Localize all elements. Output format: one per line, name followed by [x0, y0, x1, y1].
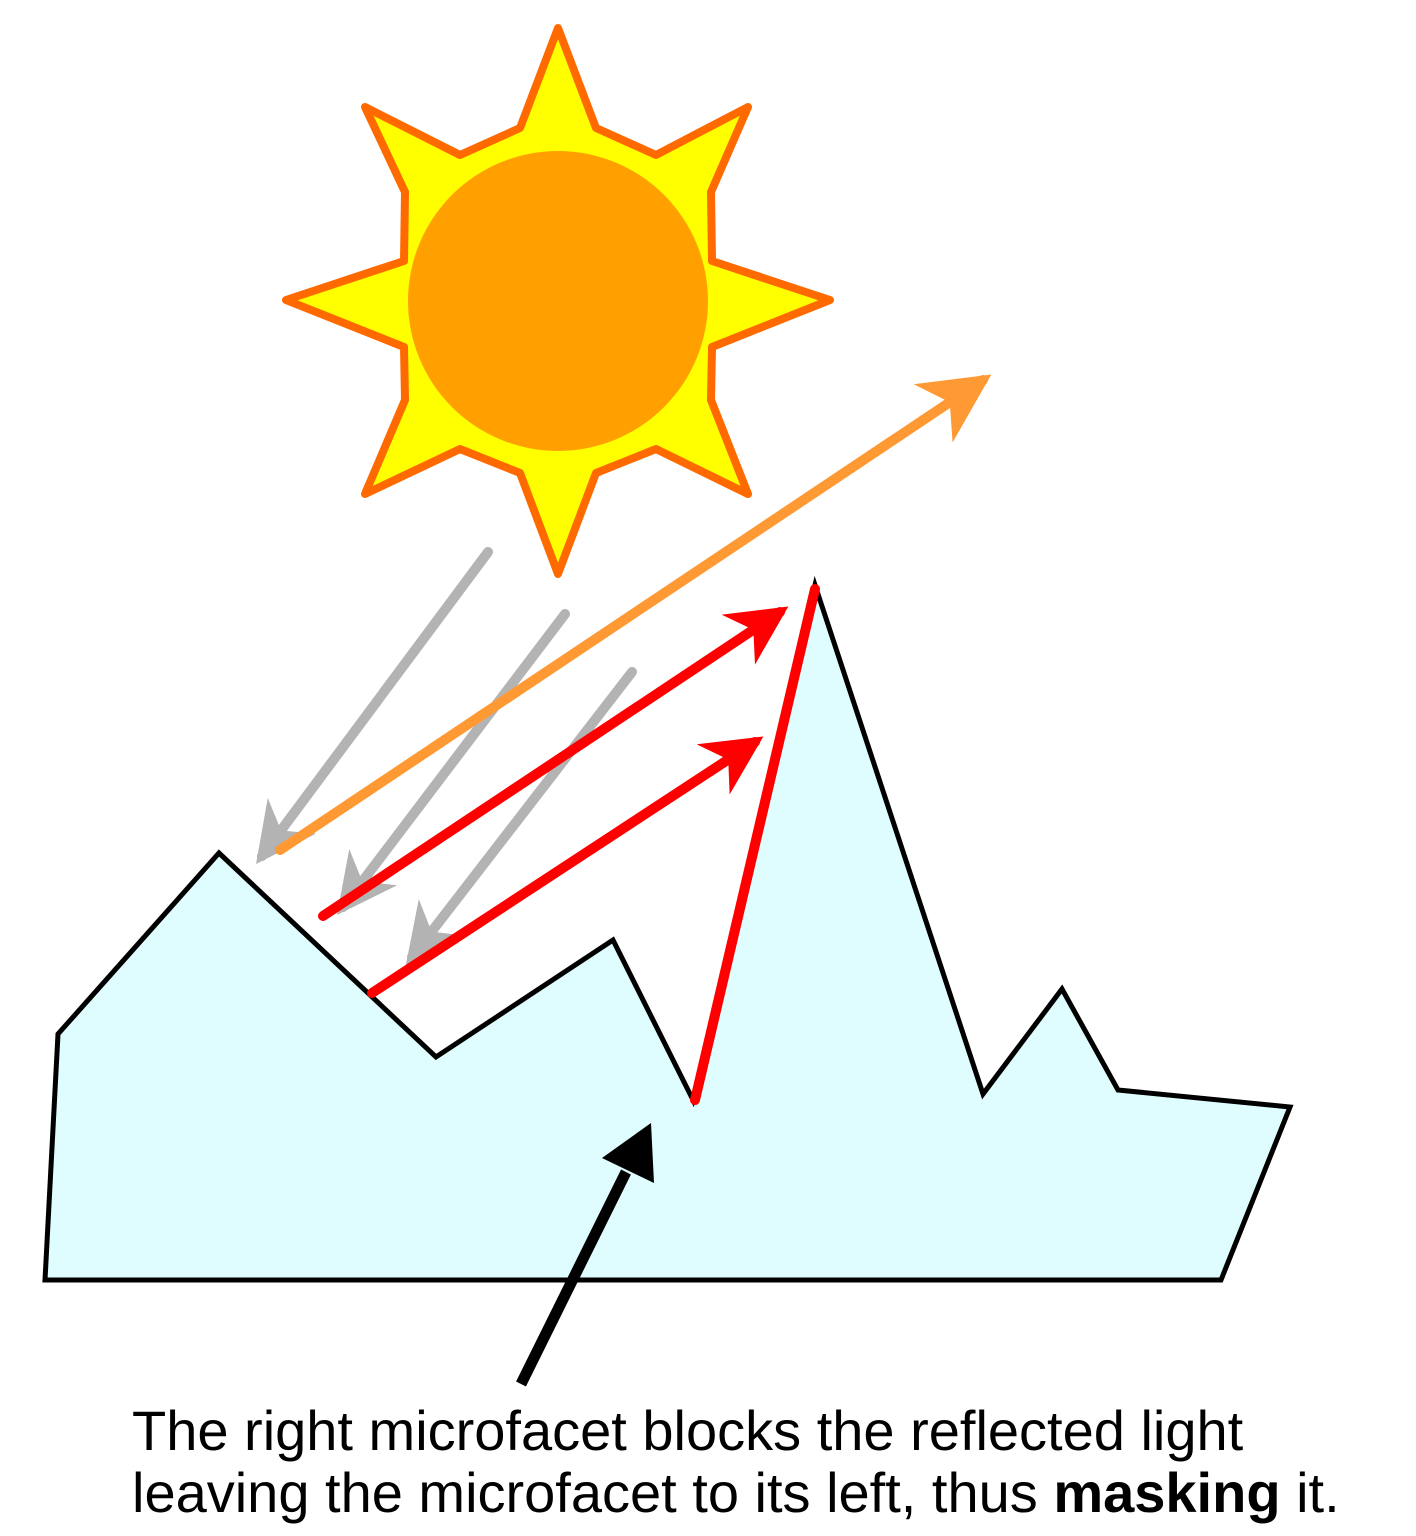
blocking-microfacet-highlight	[690, 584, 820, 1105]
sun-core	[408, 151, 708, 451]
caption: The right microfacet blocks the reflecte…	[132, 1400, 1402, 1524]
caption-emphasis-masking: masking	[1053, 1461, 1281, 1524]
masked-reflected-ray	[318, 606, 789, 921]
masked-reflected-rays	[318, 606, 789, 998]
caption-line-1: The right microfacet blocks the reflecte…	[132, 1399, 1244, 1462]
incoming-light-ray	[336, 609, 570, 915]
incoming-light-rays	[256, 547, 637, 965]
caption-line-2-start: leaving the microfacet to its left, thus	[132, 1461, 1054, 1524]
masked-reflected-ray	[367, 736, 764, 998]
escaping-reflected-ray	[275, 374, 992, 855]
pointer-arrow	[516, 1123, 654, 1387]
sun-icon	[282, 24, 834, 578]
caption-line-2: leaving the microfacet to its left, thus…	[132, 1462, 1402, 1524]
incoming-light-ray	[405, 667, 637, 965]
caption-line-2-end: it.	[1280, 1461, 1340, 1524]
incoming-light-ray	[256, 547, 493, 865]
